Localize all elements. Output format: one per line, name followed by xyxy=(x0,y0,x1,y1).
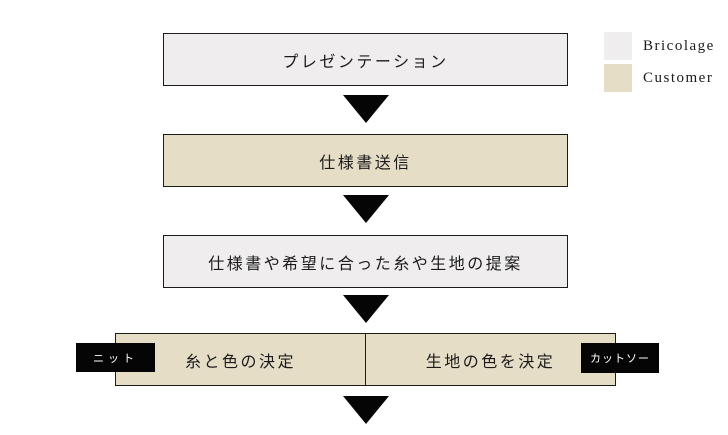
flow-step-label: 生地の色を決定 xyxy=(425,353,556,371)
legend-label-bricolage: Bricolage xyxy=(643,37,715,54)
legend-swatch-bricolage xyxy=(604,32,632,60)
tag-cutsew: カットソー xyxy=(581,343,659,373)
flow-step-spec-send: 仕様書送信 xyxy=(163,134,568,187)
flow-step-presentation: プレゼンテーション xyxy=(163,33,568,86)
legend-item-bricolage: Bricolage xyxy=(604,32,715,60)
tag-knit: ニット xyxy=(76,343,155,372)
flow-step-label: プレゼンテーション xyxy=(282,53,449,71)
legend-swatch-customer xyxy=(604,64,632,92)
flow-step-label: 仕様書送信 xyxy=(319,154,412,172)
down-arrow-icon xyxy=(343,195,389,223)
down-arrow-icon xyxy=(343,95,389,123)
down-arrow-icon xyxy=(343,295,389,323)
flow-step-decision: 糸と色の決定 生地の色を決定 xyxy=(115,333,616,386)
flow-step-label: 仕様書や希望に合った糸や生地の提案 xyxy=(208,255,523,273)
down-arrow-icon xyxy=(343,396,389,424)
flow-step-decision-cutsew: 生地の色を決定 xyxy=(366,334,615,385)
legend-label-customer: Customer xyxy=(643,69,714,86)
flow-step-decision-knit: 糸と色の決定 xyxy=(116,334,366,385)
flow-step-proposal: 仕様書や希望に合った糸や生地の提案 xyxy=(163,235,568,288)
legend-item-customer: Customer xyxy=(604,64,713,92)
flow-step-label: 糸と色の決定 xyxy=(184,353,296,371)
